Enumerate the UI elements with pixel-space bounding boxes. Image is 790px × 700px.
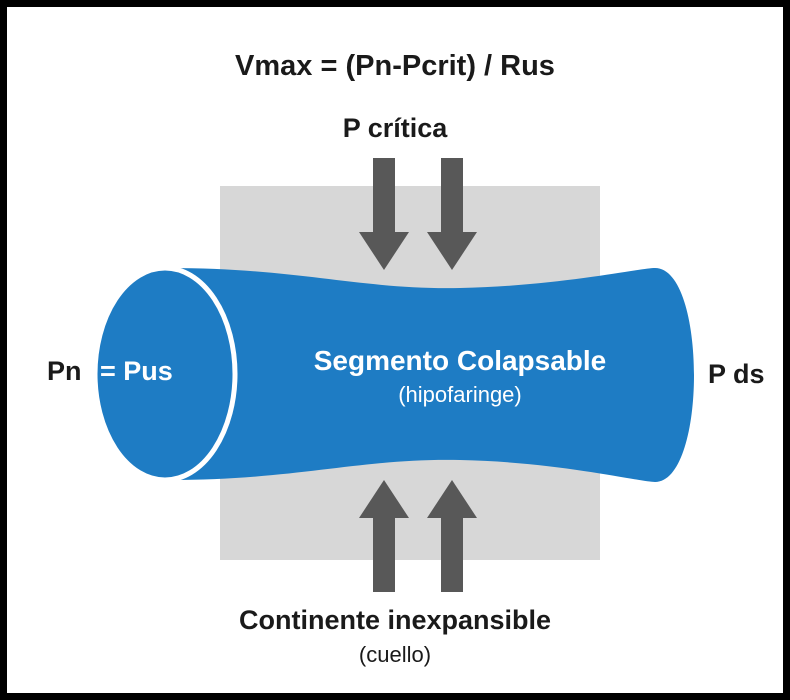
arrow-up-icon: [359, 480, 409, 592]
arrow-down-icon: [427, 158, 477, 270]
collapsible-segment-title: Segmento Colapsable: [313, 345, 607, 376]
container-title: Continente inexpansible: [238, 605, 552, 635]
container-subtitle: (cuello): [358, 642, 432, 667]
upstream-pressure-label: = Pus: [100, 356, 173, 386]
arrow-up-icon: [427, 480, 477, 592]
arrow-down-icon: [359, 158, 409, 270]
collapsible-segment-subtitle: (hipofaringe): [398, 382, 522, 407]
tube-opening: [92, 265, 238, 483]
resistor-equation: Vmax = (Pn-Pcrit) / Rus: [235, 50, 555, 82]
critical-pressure-label: P crítica: [342, 113, 448, 143]
downstream-pressure-label: P ds: [708, 359, 765, 389]
collapsible-tube: [168, 268, 694, 482]
nasal-pressure-label: Pn: [47, 356, 82, 386]
